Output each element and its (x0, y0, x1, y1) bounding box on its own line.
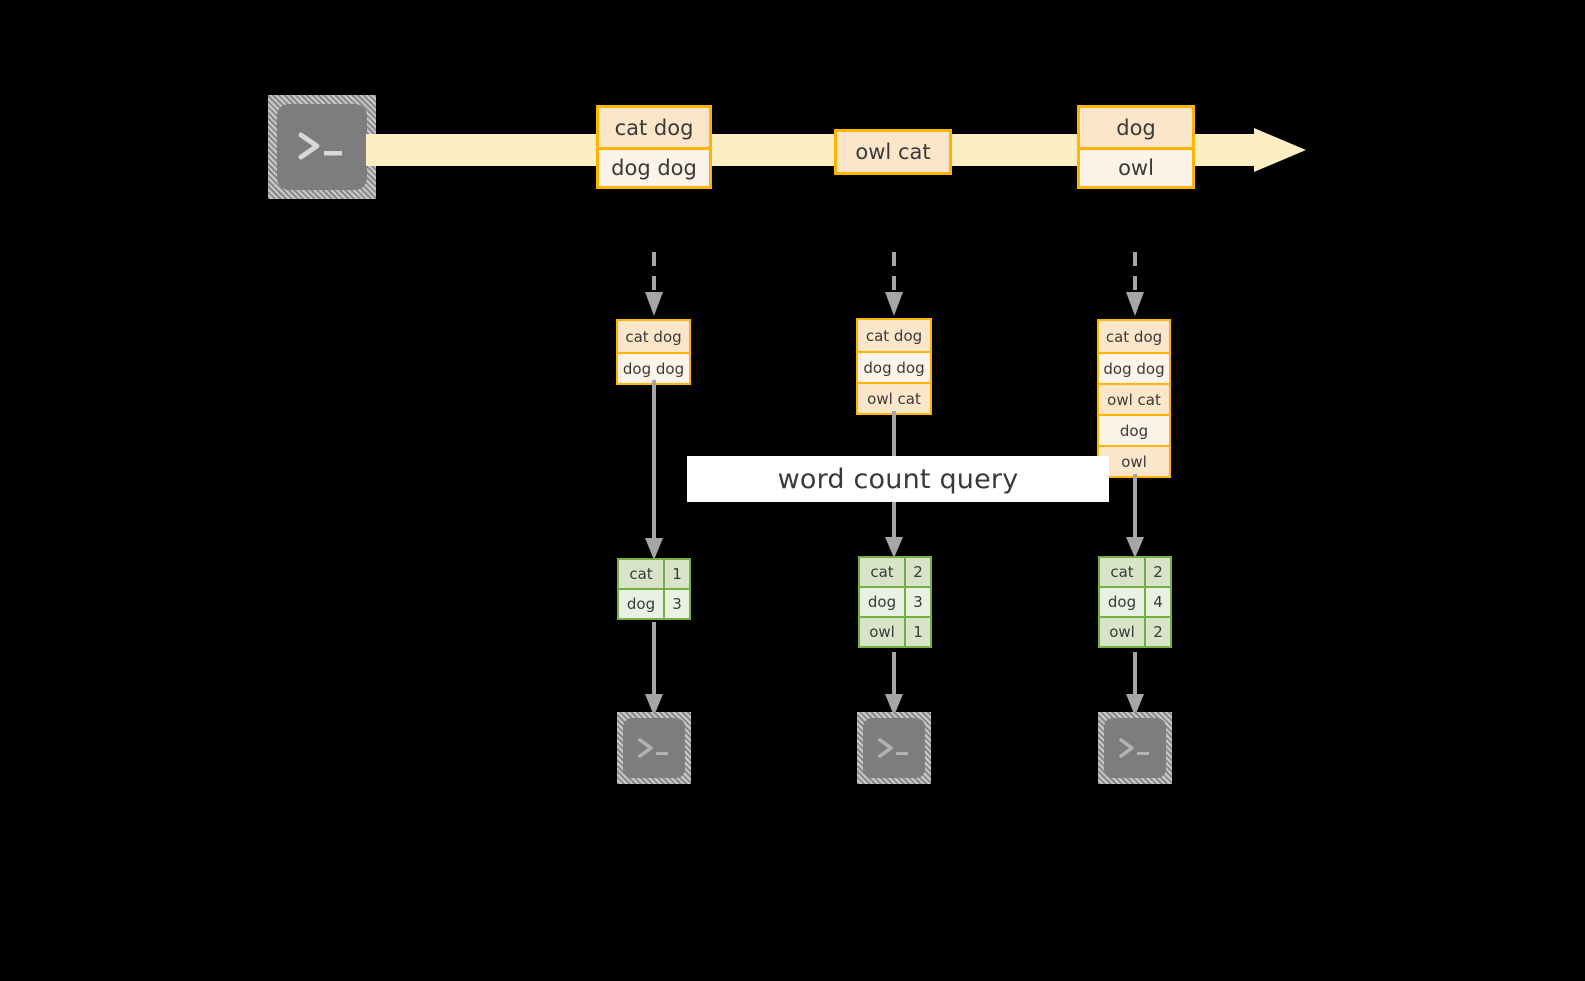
source-terminal-icon[interactable] (268, 95, 376, 199)
table-row: owl 1 (858, 616, 932, 648)
connector-result-3-to-sink (1125, 652, 1145, 718)
snapshot-1-result-table[interactable]: cat 1 dog 3 (617, 558, 691, 620)
result-word: cat (617, 558, 665, 590)
stream-event-group-3[interactable]: dog owl (1077, 105, 1195, 189)
accumulated-line: dog dog (1099, 352, 1169, 383)
snapshot-3-result-table[interactable]: cat 2 dog 4 owl 2 (1098, 556, 1172, 648)
snapshot-3-accumulated-stack[interactable]: cat dog dog dog owl cat dog owl (1097, 319, 1171, 478)
accumulated-line: cat dog (618, 321, 689, 352)
stream-event-group-1[interactable]: cat dog dog dog (596, 105, 712, 189)
result-word: cat (1098, 556, 1146, 588)
accumulated-line: dog dog (858, 351, 930, 382)
terminal-body (623, 718, 685, 778)
accumulated-line: dog dog (618, 352, 689, 383)
terminal-body (277, 104, 367, 190)
prompt-glyph-icon (277, 104, 367, 190)
result-word: owl (858, 616, 906, 648)
stream-event-group-2[interactable]: owl cat (834, 129, 952, 175)
snapshot-3-sink-terminal-icon[interactable] (1098, 712, 1172, 784)
table-row: cat 2 (1098, 556, 1172, 588)
table-row: dog 4 (1098, 586, 1172, 618)
result-count: 3 (904, 586, 932, 618)
stream-event-line: owl cat (837, 132, 949, 172)
result-word: dog (617, 588, 665, 620)
result-count: 2 (904, 556, 932, 588)
connector-stream-to-snapshot-1 (644, 252, 664, 318)
accumulated-line: owl cat (1099, 383, 1169, 414)
snapshot-2-accumulated-stack[interactable]: cat dog dog dog owl cat (856, 318, 932, 415)
terminal-body (863, 718, 925, 778)
result-count: 2 (1144, 616, 1172, 648)
table-row: owl 2 (1098, 616, 1172, 648)
table-row: dog 3 (858, 586, 932, 618)
result-word: dog (1098, 586, 1146, 618)
table-row: cat 1 (617, 558, 691, 590)
accumulated-line: owl (1099, 445, 1169, 476)
connector-stream-to-snapshot-2 (884, 252, 904, 318)
query-label: word count query (777, 463, 1019, 495)
result-count: 2 (1144, 556, 1172, 588)
snapshot-1-accumulated-stack[interactable]: cat dog dog dog (616, 319, 691, 385)
result-count: 1 (904, 616, 932, 648)
table-row: cat 2 (858, 556, 932, 588)
result-count: 1 (663, 558, 691, 590)
query-label-band: word count query (687, 456, 1109, 502)
stream-event-line: owl (1080, 147, 1192, 186)
result-word: dog (858, 586, 906, 618)
accumulated-line: owl cat (858, 382, 930, 413)
accumulated-line: cat dog (1099, 321, 1169, 352)
snapshot-2-result-table[interactable]: cat 2 dog 3 owl 1 (858, 556, 932, 648)
prompt-glyph-icon (623, 718, 685, 778)
result-count: 3 (663, 588, 691, 620)
snapshot-2-sink-terminal-icon[interactable] (857, 712, 931, 784)
terminal-body (1104, 718, 1166, 778)
connector-result-2-to-sink (884, 652, 904, 718)
result-word: cat (858, 556, 906, 588)
connector-snapshot-3-to-result (1125, 474, 1145, 560)
accumulated-line: cat dog (858, 320, 930, 351)
prompt-glyph-icon (863, 718, 925, 778)
stream-event-line: dog (1080, 108, 1192, 147)
snapshot-1-sink-terminal-icon[interactable] (617, 712, 691, 784)
result-word: owl (1098, 616, 1146, 648)
connector-result-1-to-sink (644, 622, 664, 718)
stream-event-line: dog dog (599, 147, 709, 186)
connector-stream-to-snapshot-3 (1125, 252, 1145, 318)
accumulated-line: dog (1099, 414, 1169, 445)
connector-snapshot-1-to-result (644, 380, 664, 562)
stream-event-line: cat dog (599, 108, 709, 147)
table-row: dog 3 (617, 588, 691, 620)
result-count: 4 (1144, 586, 1172, 618)
prompt-glyph-icon (1104, 718, 1166, 778)
